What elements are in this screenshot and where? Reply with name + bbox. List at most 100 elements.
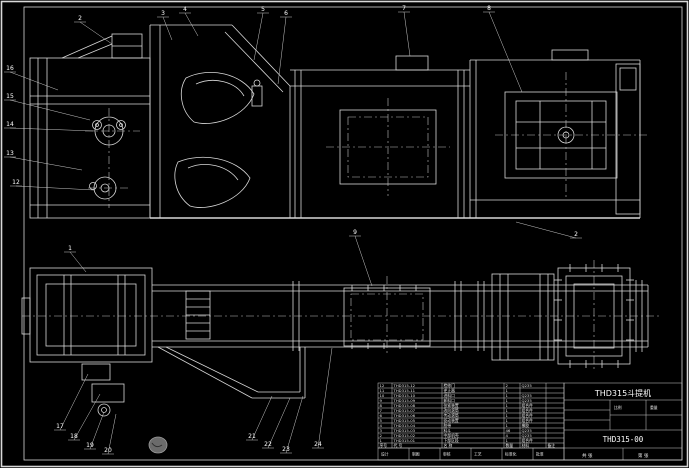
bom-cell: 10 — [380, 393, 385, 398]
bom-cell: 下部区段 — [444, 438, 459, 443]
bom-cell: 1 — [506, 423, 509, 428]
bom-cell: Q235 — [522, 393, 533, 398]
sign-field-label: 工艺 — [474, 452, 482, 457]
approval-stamp — [148, 436, 168, 454]
callout-number: 13 — [6, 150, 14, 157]
bom-cell: 8 — [380, 403, 383, 408]
bom-cell: Q235 — [522, 428, 533, 433]
bom-cell: Q235 — [522, 398, 533, 403]
bom-cell: THD315-12 — [393, 383, 416, 388]
leader-line — [79, 21, 113, 45]
callout-number: 22 — [264, 441, 272, 448]
callout-number: 23 — [282, 446, 290, 453]
bom-cell: THD315-07 — [393, 408, 416, 413]
leader-line — [9, 156, 83, 171]
bucket — [174, 156, 251, 208]
bom-cell: THD315-09 — [393, 398, 416, 403]
bom-cell: 驱动装置 — [444, 418, 459, 423]
callout-number: 18 — [70, 433, 78, 440]
leader-line — [162, 16, 173, 41]
signature-strip: 设计制图审核工艺标准化批准 — [377, 447, 565, 461]
callout-number: 2 — [78, 15, 82, 22]
leader-line — [488, 11, 523, 93]
bom-cell: Q235 — [522, 433, 533, 438]
bom-cell: 46 — [506, 428, 511, 433]
drive-unit — [504, 91, 618, 179]
bom-cell: THD315-03 — [393, 428, 416, 433]
callout-number: 5 — [261, 6, 265, 13]
sign-field-label: 标准化 — [505, 452, 517, 457]
bom-cell: 组合件 — [522, 403, 534, 408]
bom-cell: 组合件 — [522, 418, 534, 423]
boot-section — [29, 267, 153, 363]
sheet-number: 第 张 — [638, 452, 649, 459]
bom-cell: 1 — [506, 403, 509, 408]
leader-line — [73, 393, 101, 441]
leader-line — [285, 395, 304, 454]
callout-number: 4 — [183, 6, 187, 13]
bom-cell: 11 — [380, 388, 385, 393]
leader-line — [69, 251, 87, 273]
bom-cell: Q235 — [522, 383, 533, 388]
bom-cell: 1 — [506, 388, 509, 393]
leader-line — [515, 221, 577, 239]
leader-line — [184, 12, 199, 37]
bom-cell: 胶带 — [444, 423, 452, 428]
leader-line — [403, 11, 411, 57]
bom-cell: 中部机壳 — [444, 433, 459, 438]
head-section — [29, 57, 151, 219]
sign-field-label: 设计 — [381, 452, 389, 457]
bom-cell: 9 — [380, 398, 383, 403]
bom-cell: THD315-01 — [393, 438, 416, 443]
sign-field-label: 审核 — [443, 452, 451, 457]
leader-line — [9, 99, 91, 121]
bom-cell: 料斗 — [444, 428, 452, 433]
bom-cell: 卸料口 — [444, 398, 456, 403]
bom-cell: 组合件 — [522, 408, 534, 413]
leader-line — [107, 413, 117, 455]
bom-cell: 组合件 — [522, 413, 534, 418]
bom-cell: THD315-06 — [393, 413, 416, 418]
callout-number: 19 — [86, 442, 94, 449]
bom-cell: 4 — [506, 433, 509, 438]
bom-cell: 1 — [380, 438, 383, 443]
callout-number: 15 — [6, 93, 14, 100]
bom-cell: 代 号 — [394, 443, 403, 448]
drawing-title: THD315斗提机 — [594, 388, 651, 398]
bom-cell: 4 — [380, 423, 383, 428]
bom-cell: 1 — [506, 398, 509, 403]
bom-cell: 3 — [380, 428, 383, 433]
bom-cell: 张紧装置 — [444, 403, 459, 408]
sign-field-label: 制图 — [412, 452, 420, 457]
callout-number: 8 — [487, 5, 491, 12]
bom-cell: 1 — [506, 393, 509, 398]
leader-line — [9, 127, 96, 132]
callout-number: 14 — [6, 121, 14, 128]
title-block: THD315斗提机 THD315-00 比例 重量 共 张 第 张 — [563, 382, 683, 461]
top-access-door — [395, 55, 429, 71]
bom-cell: 1 — [506, 418, 509, 423]
leader-line — [354, 235, 373, 287]
leader-line — [59, 373, 89, 431]
leader-line — [89, 411, 105, 450]
bom-cell: 1 — [506, 413, 509, 418]
elevation-view — [29, 24, 648, 219]
bom-cell: 橡胶 — [522, 423, 530, 428]
leader-line — [277, 16, 287, 85]
bom-cell: 5 — [380, 418, 383, 423]
bom-cell: 1 — [506, 408, 509, 413]
leader-line — [251, 395, 273, 441]
bom-cell: 12 — [380, 383, 385, 388]
leader-line — [9, 71, 59, 91]
bom-cell: 组合件 — [522, 438, 534, 443]
bom-cell: 7 — [380, 408, 383, 413]
bom-cell: 传动滚筒 — [444, 413, 459, 418]
bom-cell: THD315-05 — [393, 418, 416, 423]
bom-cell: THD315-02 — [393, 433, 416, 438]
bom-cell: 进料口 — [444, 393, 456, 398]
bom-cell: 改向滚筒 — [444, 408, 459, 413]
